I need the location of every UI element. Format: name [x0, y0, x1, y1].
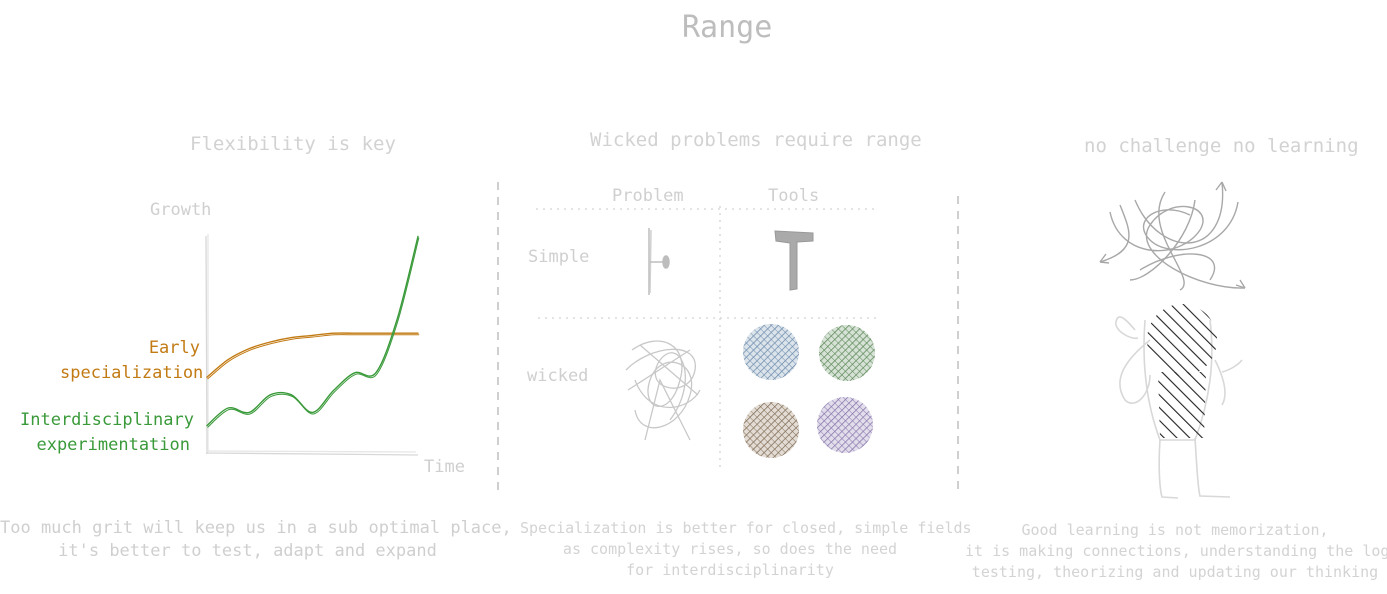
chart-axes — [205, 234, 419, 456]
column-header-problem: Problem — [612, 186, 684, 206]
series-early-specialization-line — [206, 332, 419, 378]
chart-series-layer — [206, 235, 420, 428]
early-label-line1: Early — [148, 338, 200, 358]
right-caption-line1: Good learning is not memorization, — [1021, 521, 1329, 539]
middle-caption: Specialization is better for closed, sim… — [520, 518, 972, 581]
tool-blob-purple — [817, 397, 873, 453]
x-axis-label: Time — [424, 457, 465, 477]
matrix-gridlines — [536, 206, 876, 470]
left-panel-heading: Flexibility is key — [190, 133, 396, 155]
right-panel-heading: no challenge no learning — [1084, 135, 1359, 157]
middle-caption-line3: for interdisciplinarity — [626, 561, 834, 579]
left-caption-line2: it's better to test, adapt and expand — [58, 541, 437, 561]
middle-caption-line1: Specialization is better for closed, sim… — [520, 519, 972, 537]
hammer-icon — [774, 230, 814, 291]
right-caption: Good learning is not memorization, it is… — [965, 520, 1387, 583]
thinking-person-figure — [1115, 316, 1243, 499]
tangled-thoughts-arrows-icon — [1099, 181, 1246, 291]
early-label-line2: specialization — [60, 363, 204, 383]
interdisciplinary-label: Interdisciplinary experimentation — [20, 408, 194, 458]
early-specialization-label: Early specialization — [60, 336, 204, 386]
tool-blob-green — [819, 325, 875, 381]
row-header-simple: Simple — [528, 247, 590, 267]
series-interdisciplinary-line-sketch — [207, 237, 420, 428]
series-early-specialization-line-sketch — [207, 334, 420, 380]
middle-panel-heading: Wicked problems require range — [590, 129, 922, 151]
page-title: Range — [682, 10, 773, 45]
tool-blob-blue — [743, 324, 799, 380]
inter-label-line1: Interdisciplinary — [20, 410, 194, 430]
series-interdisciplinary-line — [206, 235, 419, 427]
y-axis-label: Growth — [150, 200, 212, 220]
tool-blob-brown — [743, 402, 799, 458]
right-caption-line3: testing, theorizing and updating our thi… — [971, 563, 1379, 581]
left-caption: Too much grit will keep us in a sub opti… — [0, 517, 512, 563]
nail-icon — [648, 228, 670, 295]
inter-label-line2: experimentation — [36, 435, 190, 455]
left-caption-line1: Too much grit will keep us in a sub opti… — [0, 518, 512, 538]
person-head-hatched — [1147, 304, 1217, 438]
tangled-scribble-icon — [625, 340, 701, 441]
right-caption-line2: it is making connections, understanding … — [965, 542, 1387, 560]
row-header-wicked: wicked — [527, 366, 589, 386]
column-header-tools: Tools — [768, 186, 820, 206]
middle-caption-line2: as complexity rises, so does the need — [562, 540, 898, 558]
